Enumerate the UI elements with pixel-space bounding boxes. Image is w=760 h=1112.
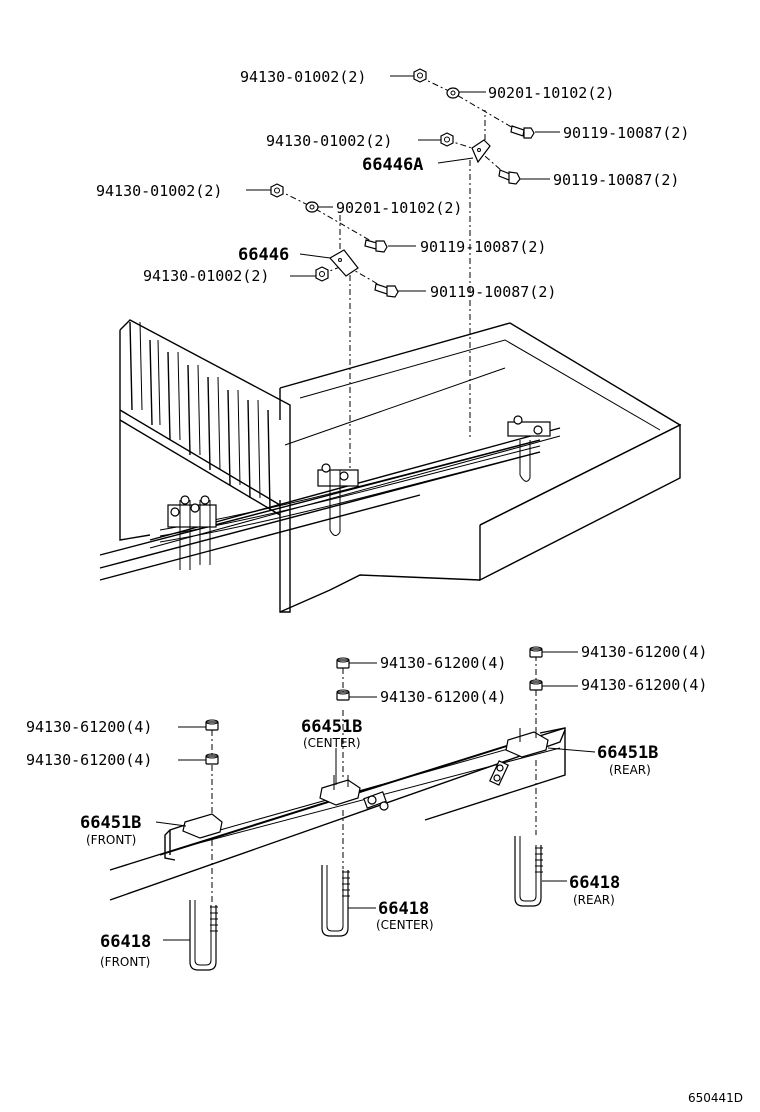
washer-icon [305,201,319,213]
label-nut-rear-1: 94130-61200(4) [581,643,707,661]
nut-icon [413,68,427,83]
label-ubolt-front: 66418 [100,932,151,952]
nut-icon [336,689,350,701]
label-bracket-front-sub: (FRONT) [86,833,136,847]
label-nut-top-1: 94130-01002(2) [240,68,366,86]
label-plate-66446: 66446 [238,245,289,265]
label-bolt-top-2: 90119-10087(2) [553,171,679,189]
bolt-icon [498,169,521,185]
top-hardware-group: 94130-01002(2) 90201-10102(2) 90119-1008… [96,68,689,470]
ubolt-icon [514,836,543,907]
label-ubolt-rear: 66418 [569,873,620,893]
bolt-icon [364,239,388,253]
label-nut-top-2: 94130-01002(2) [266,132,392,150]
truck-bed-illustration [99,319,682,613]
label-washer-top-1: 90201-10102(2) [488,84,614,102]
label-bolt-mid-2: 90119-10087(2) [430,283,556,301]
nut-icon [529,679,543,691]
shackle-icon [363,760,509,811]
plate-icon [329,249,359,277]
nut-icon [205,719,219,731]
bolt-icon [374,283,399,298]
label-nut-mid-1: 94130-01002(2) [96,182,222,200]
bolt-icon [510,125,535,139]
label-bracket-front: 66451B [80,813,141,833]
label-nut-front-2: 94130-61200(4) [26,751,152,769]
ubolt-icon [167,495,217,570]
ubolt-icon [189,900,218,971]
label-bolt-mid-1: 90119-10087(2) [420,238,546,256]
label-nut-center-1: 94130-61200(4) [380,654,506,672]
label-bolt-top-1: 90119-10087(2) [563,124,689,142]
label-nut-front-1: 94130-61200(4) [26,718,152,736]
label-nut-center-2: 94130-61200(4) [380,688,506,706]
label-bracket-rear: 66451B [597,743,658,763]
label-washer-mid-1: 90201-10102(2) [336,199,462,217]
label-bracket-rear-sub: (REAR) [609,763,651,777]
label-ubolt-rear-sub: (REAR) [573,893,615,907]
ubolt-icon [317,463,359,536]
nut-icon [336,657,350,669]
bracket-icon [505,728,549,758]
label-ubolt-center: 66418 [378,899,429,919]
nut-icon [529,646,543,658]
ubolt-icon [321,865,350,937]
bracket-icon [319,775,361,806]
lower-hardware-group: 94130-61200(4) 94130-61200(4) 94130-6120… [26,643,707,971]
figure-reference: 650441D [688,1091,743,1105]
washer-icon [446,87,460,99]
bracket-icon [182,813,223,839]
label-nut-rear-2: 94130-61200(4) [581,676,707,694]
label-nut-mid-2: 94130-01002(2) [143,267,269,285]
nut-icon [315,266,329,282]
label-bracket-center-sub: (CENTER) [303,736,361,750]
label-ubolt-front-sub: (FRONT) [100,955,150,969]
ubolt-icon [507,415,551,482]
nut-icon [205,753,219,765]
label-bracket-center: 66451B [301,717,362,737]
plate-icon [471,139,491,164]
label-plate-66446a: 66446A [362,155,423,175]
nut-icon [440,132,454,147]
label-ubolt-center-sub: (CENTER) [376,918,434,932]
nut-icon [270,183,284,198]
